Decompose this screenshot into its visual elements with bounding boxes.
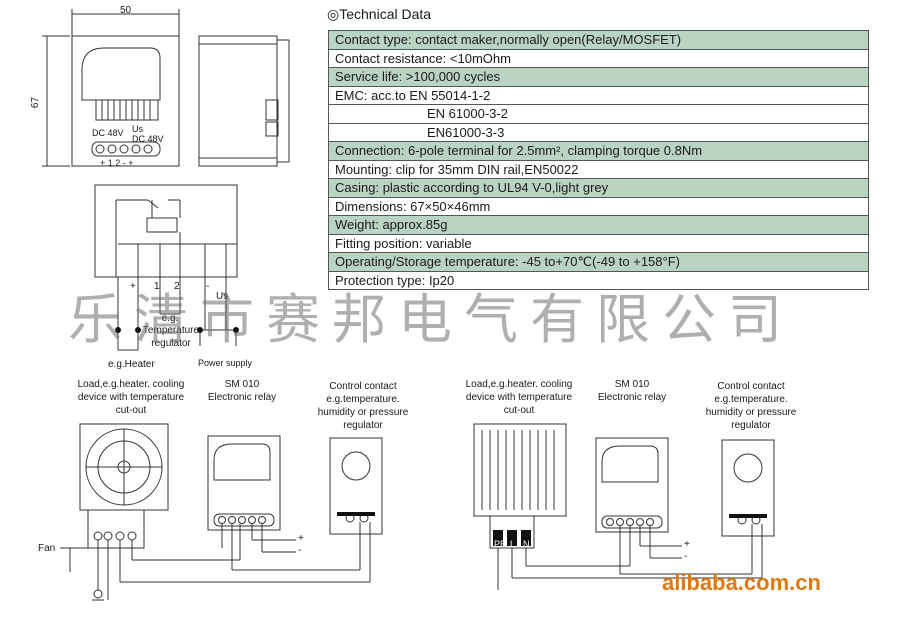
tech-row-text: EN61000-3-3 (328, 122, 869, 142)
fan-label: Fan (38, 543, 56, 554)
tech-row-text: Contact resistance: <10mOhm (328, 48, 869, 68)
us-label: Us (132, 124, 143, 134)
schematic-us: Us (216, 291, 229, 302)
schematic-eg: e.g. (161, 313, 179, 324)
terminal-label-l: L (510, 539, 516, 549)
tech-row: Connection: 6-pole terminal for 2.5mm², … (328, 141, 869, 161)
tech-row-text: Fitting position: variable (328, 233, 869, 253)
terminal-markings: + 1 2 - + (100, 158, 134, 168)
schematic-terminal-1: 1 (154, 281, 160, 292)
tech-row: Contact resistance: <10mOhm (328, 48, 869, 68)
voltage-left-label: DC 48V (92, 128, 124, 138)
tech-row-text: EMC: acc.to EN 55014-1-2 (328, 85, 869, 105)
tech-row: Mounting: clip for 35mm DIN rail,EN50022 (328, 159, 869, 179)
schematic-terminal-2: 2 (174, 281, 180, 292)
bullet-icon: ◎ (327, 6, 340, 22)
tech-row-text: EN 61000-3-2 (328, 104, 869, 124)
tech-row-text: Operating/Storage temperature: -45 to+70… (328, 252, 869, 272)
tech-row: EN 61000-3-2 (328, 104, 869, 124)
left-control-caption: Control contact e.g.temperature. humidit… (317, 381, 409, 431)
tech-row-text: Contact type: contact maker,normally ope… (328, 30, 869, 50)
tech-row: Operating/Storage temperature: -45 to+70… (328, 252, 869, 272)
tech-row: Weight: approx.85g (328, 215, 869, 235)
height-dimension: 67 (30, 96, 42, 109)
technical-data-title: ◎Technical Data (327, 6, 431, 23)
tech-row: Fitting position: variable (328, 233, 869, 253)
terminal-label-n: N (523, 539, 530, 549)
company-watermark: 乐清市赛邦电气有限公司 (68, 288, 794, 351)
tech-row-text: Casing: plastic according to UL94 V-0,li… (328, 178, 869, 198)
tech-row: Casing: plastic according to UL94 V-0,li… (328, 178, 869, 198)
schematic-plus: + (130, 281, 136, 292)
right-load-caption: Load,e.g.heater. cooling device with tem… (465, 379, 573, 416)
tech-row-text: Weight: approx.85g (328, 215, 869, 235)
tech-row: EN61000-3-3 (328, 122, 869, 142)
left-minus: - (298, 545, 302, 556)
left-load-caption: Load,e.g.heater. cooling device with tem… (77, 379, 185, 416)
right-minus: - (684, 551, 688, 562)
left-relay-caption: SM 010 Electronic relay (207, 379, 277, 403)
tech-row: EMC: acc.to EN 55014-1-2 (328, 85, 869, 105)
tech-row: Contact type: contact maker,normally ope… (328, 30, 869, 50)
tech-row-text: Service life: >100,000 cycles (328, 67, 869, 87)
schematic-power: Power supply (198, 358, 253, 368)
right-control-caption: Control contact e.g.temperature. humidit… (705, 381, 797, 431)
site-watermark: alibaba.com.cn (662, 570, 821, 595)
terminal-label-pe: PE (494, 539, 507, 549)
schematic-heater: e.g.Heater (108, 359, 155, 370)
tech-row-text: Protection type: Ip20 (328, 270, 869, 290)
schematic-minus: - (206, 281, 210, 292)
right-relay-caption: SM 010 Electronic relay (597, 379, 667, 403)
right-plus: + (684, 539, 690, 550)
left-plus: + (298, 533, 304, 544)
tech-row-text: Dimensions: 67×50×46mm (328, 196, 869, 216)
tech-row-text: Mounting: clip for 35mm DIN rail,EN50022 (328, 159, 869, 179)
technical-data-table: Contact type: contact maker,normally ope… (328, 30, 869, 290)
tech-row: Service life: >100,000 cycles (328, 67, 869, 87)
width-dimension: 50 (120, 5, 132, 16)
technical-data-title-text: Technical Data (339, 6, 432, 22)
tech-row: Dimensions: 67×50×46mm (328, 196, 869, 216)
tech-row: Protection type: Ip20 (328, 270, 869, 290)
tech-row-text: Connection: 6-pole terminal for 2.5mm², … (328, 141, 869, 161)
voltage-right-label: DC 48V (132, 134, 164, 144)
schematic-regulator: Temperature regulator (142, 325, 200, 349)
